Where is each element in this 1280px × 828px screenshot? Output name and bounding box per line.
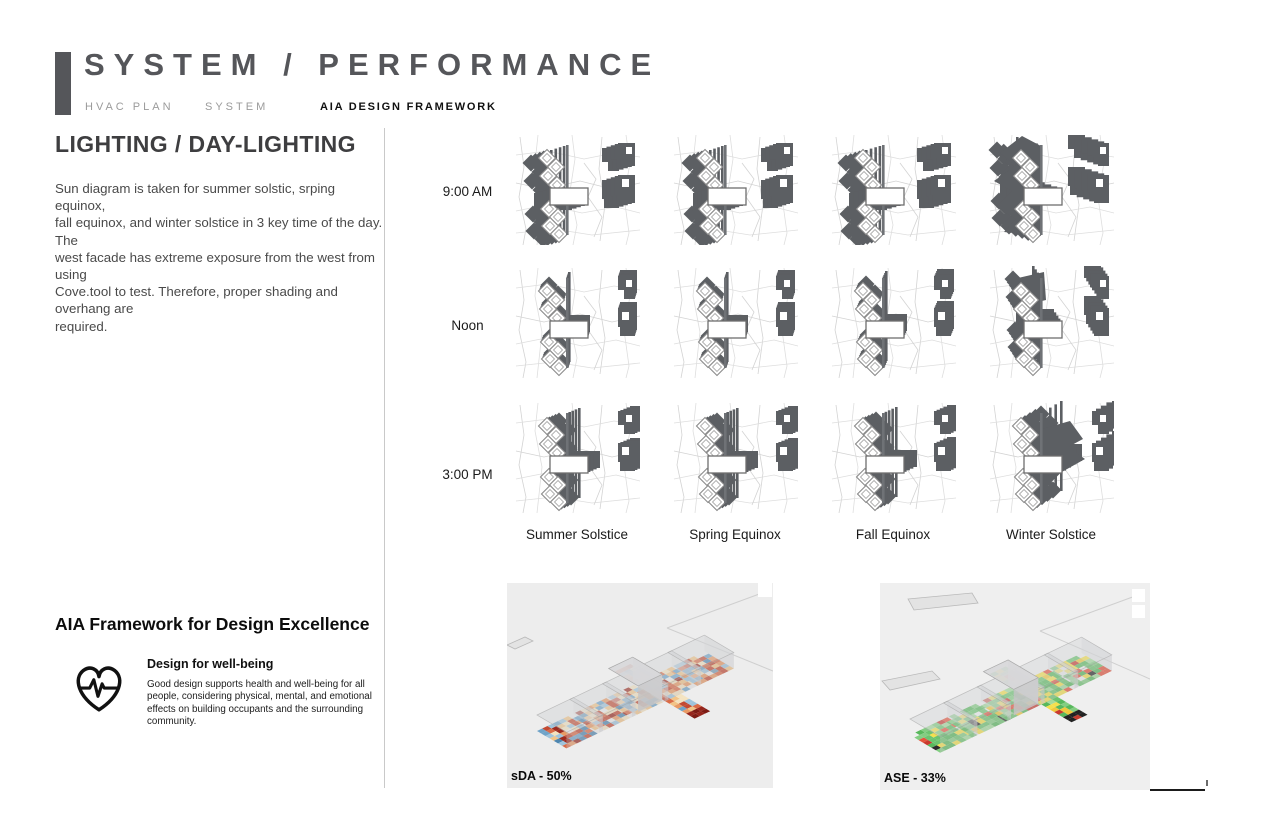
sun-diagram-spring-equinox-9-00-am — [672, 133, 798, 245]
sda-rendering: sDA - 50% — [507, 583, 773, 788]
board-nav: HVAC PLAN SYSTEM AIA DESIGN FRAMEWORK — [0, 101, 1280, 117]
corner-marker — [1132, 589, 1145, 602]
corner-marker — [758, 583, 772, 597]
sun-row-label: Noon — [451, 318, 484, 333]
sun-diagram-winter-solstice-3-00-pm — [988, 401, 1114, 513]
page-footer-line — [1150, 789, 1205, 791]
sun-diagram-fall-equinox-3-00-pm — [830, 401, 956, 513]
page-footer-tick — [1206, 780, 1208, 786]
ase-label: ASE - 33% — [884, 771, 946, 785]
lighting-section-body: Sun diagram is taken for summer solstic,… — [55, 181, 383, 334]
lighting-section-title: LIGHTING / DAY-LIGHTING — [55, 131, 356, 157]
sun-col-label: Spring Equinox — [689, 527, 781, 542]
sun-diagram-summer-solstice-9-00-am — [514, 133, 640, 245]
tab-system[interactable]: SYSTEM — [205, 101, 269, 113]
sun-diagram-spring-equinox-noon — [672, 266, 798, 378]
sun-diagram-winter-solstice-9-00-am — [988, 133, 1114, 245]
board-title: SYSTEM / PERFORMANCE — [84, 47, 661, 82]
corner-marker — [1132, 605, 1145, 618]
sun-diagram-summer-solstice-noon — [514, 266, 640, 378]
sun-col-label: Fall Equinox — [855, 527, 931, 542]
sun-row-label: 9:00 AM — [442, 184, 493, 199]
sun-col-label: Summer Solstice — [525, 527, 629, 542]
aia-item-title: Design for well-being — [147, 657, 274, 671]
tab-hvac-plan[interactable]: HVAC PLAN — [85, 101, 174, 113]
sun-col-label: Winter Solstice — [1005, 527, 1097, 542]
sun-diagram-summer-solstice-3-00-pm — [514, 401, 640, 513]
sda-label: sDA - 50% — [511, 769, 572, 783]
tab-aia-design-framework[interactable]: AIA DESIGN FRAMEWORK — [320, 101, 497, 113]
aia-item-body: Good design supports health and well-bei… — [147, 679, 372, 728]
column-divider — [384, 128, 385, 788]
sun-diagram-fall-equinox-9-00-am — [830, 133, 956, 245]
sun-diagram-fall-equinox-noon — [830, 266, 956, 378]
ase-rendering: ASE - 33% — [880, 583, 1150, 790]
sun-diagram-spring-equinox-3-00-pm — [672, 401, 798, 513]
aia-framework-title: AIA Framework for Design Excellence — [55, 614, 370, 634]
sun-diagram-winter-solstice-noon — [988, 266, 1114, 378]
title-accent-bar — [55, 52, 71, 115]
heart-pulse-icon — [76, 666, 122, 712]
sun-row-label: 3:00 PM — [442, 467, 493, 482]
